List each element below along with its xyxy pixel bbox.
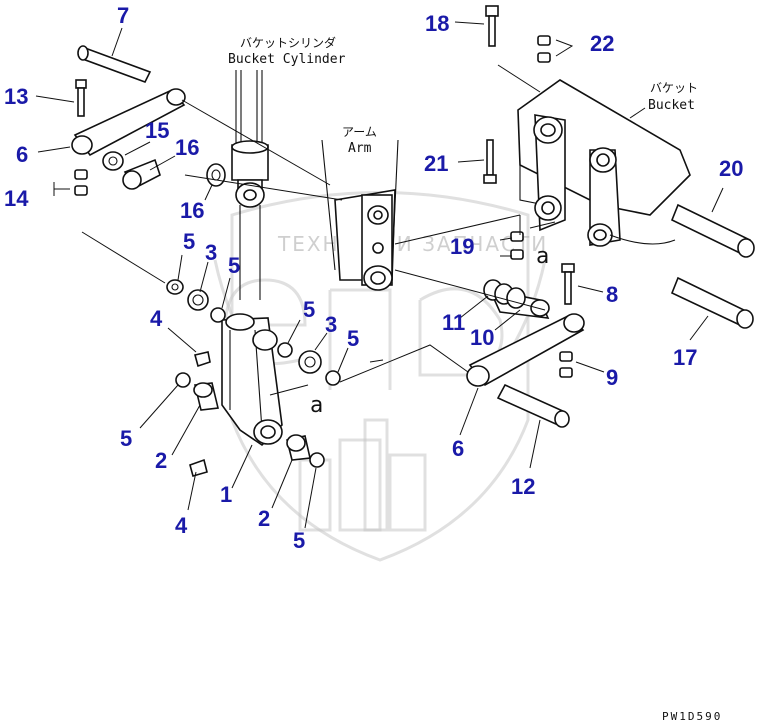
- callout-3-b: 3: [325, 312, 337, 337]
- bucket: [517, 79, 691, 247]
- bucket-cylinder-label-jp: バケットシリンダ: [240, 35, 336, 50]
- bushing-3-a: [187, 289, 209, 311]
- callout-1: 1: [220, 482, 232, 507]
- arm-label-en: Arm: [348, 141, 372, 156]
- arm-label-jp: アーム: [342, 125, 377, 139]
- callout-6-lower: 6: [452, 436, 464, 461]
- washer-15: [102, 151, 124, 171]
- watermark: ТЕХНИКА И ЗАПЧАСТИ: [213, 191, 548, 562]
- callout-numbers: 7 13 6 15 16 14 16 5 3 5 4 5 3 5 5 2 1 4…: [4, 3, 743, 553]
- seal-5-b: [210, 307, 226, 323]
- bucket-label-jp: バケット: [650, 81, 698, 95]
- callout-15: 15: [145, 118, 169, 143]
- watermark-building-icon: [298, 418, 427, 532]
- leader-lines: [35, 21, 724, 529]
- pin-12: [496, 383, 570, 428]
- callout-16-upper: 16: [175, 135, 199, 160]
- callout-18: 18: [425, 11, 449, 36]
- callout-5-a: 5: [183, 229, 195, 254]
- reference-mark-a-right: a: [536, 244, 549, 269]
- callout-5-b: 5: [228, 253, 240, 278]
- seal-5-f: [309, 452, 325, 468]
- callout-7: 7: [117, 3, 129, 28]
- callout-10: 10: [470, 325, 494, 350]
- callout-12: 12: [511, 474, 535, 499]
- pin-17: [670, 276, 754, 329]
- callout-4-b: 4: [175, 513, 188, 538]
- bolt-18: [485, 5, 499, 47]
- callout-21: 21: [424, 151, 448, 176]
- callout-4-a: 4: [150, 306, 163, 331]
- reference-mark-a-left: a: [310, 393, 323, 418]
- arm: [321, 139, 399, 291]
- bushing-2-a: [193, 382, 219, 411]
- bushing-3-b: [298, 350, 322, 374]
- seal-5-c: [277, 342, 293, 358]
- bucket-cylinder: [231, 70, 269, 300]
- shim-16-upper: [122, 158, 161, 190]
- callout-2-a: 2: [155, 448, 167, 473]
- seal-5-e: [175, 372, 191, 388]
- callout-16-lower: 16: [180, 198, 204, 223]
- grease-fitting-4-a: [194, 351, 211, 368]
- callout-5-d: 5: [347, 326, 359, 351]
- callout-5-c: 5: [303, 297, 315, 322]
- link-plate-lower: [466, 313, 585, 387]
- callout-17: 17: [673, 345, 697, 370]
- grease-fitting-4-b: [189, 458, 208, 477]
- watermark-text: ТЕХНИКА И ЗАПЧАСТИ: [277, 232, 548, 256]
- link-plate-upper: [71, 88, 186, 157]
- shims-11: [483, 279, 526, 309]
- bucket-cylinder-label-en: Bucket Cylinder: [228, 52, 346, 67]
- nuts-9: [559, 351, 573, 378]
- pin-20: [670, 203, 755, 258]
- callout-2-b: 2: [258, 506, 270, 531]
- bolt-21: [483, 139, 497, 184]
- pin-7: [77, 45, 152, 83]
- callout-9: 9: [606, 365, 618, 390]
- drawing-code: PW1D590: [662, 710, 722, 723]
- callout-3-a: 3: [205, 240, 217, 265]
- callout-5-f: 5: [293, 528, 305, 553]
- nuts-14: [74, 169, 88, 196]
- callout-19: 19: [450, 234, 474, 259]
- shim-16-lower: [206, 163, 226, 187]
- nuts-22: [537, 35, 551, 63]
- callout-11: 11: [442, 310, 465, 335]
- bolt-13: [75, 79, 87, 117]
- callout-14: 14: [4, 186, 29, 211]
- callout-6-upper: 6: [16, 142, 28, 167]
- seal-5-a: [166, 279, 184, 295]
- callout-8: 8: [606, 282, 618, 307]
- callout-22: 22: [590, 31, 614, 56]
- callout-5-e: 5: [120, 426, 132, 451]
- bolt-8: [561, 263, 575, 305]
- callout-20: 20: [719, 156, 743, 181]
- bushing-2-b: [286, 434, 311, 461]
- link-assembly: [221, 313, 283, 447]
- seal-5-d: [325, 370, 341, 386]
- callout-13: 13: [4, 84, 28, 109]
- bucket-label-en: Bucket: [648, 98, 695, 113]
